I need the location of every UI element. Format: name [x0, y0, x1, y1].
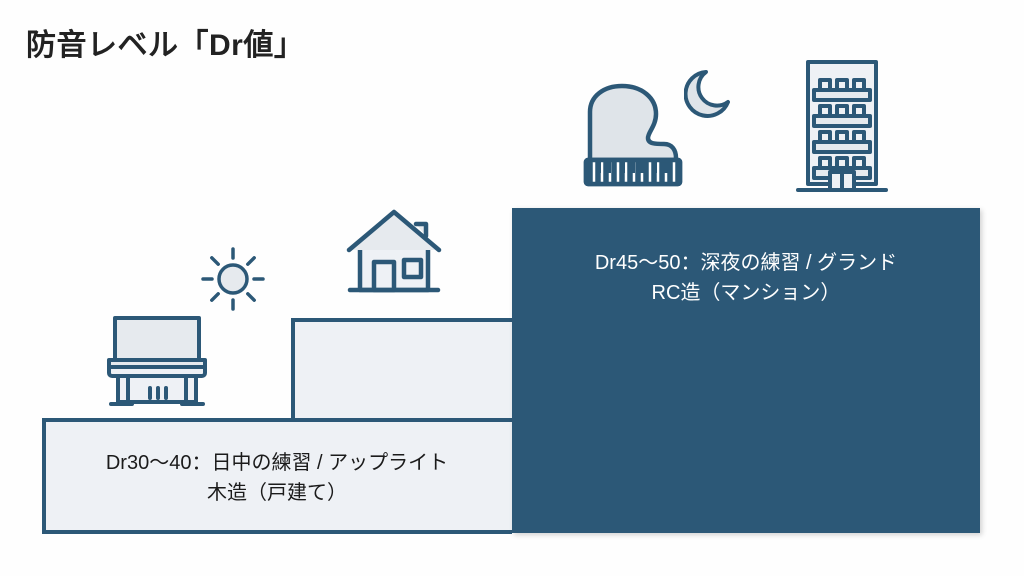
high-level-caption: Dr45〜50：深夜の練習 / グランド RC造（マンション） [512, 248, 980, 308]
high-level-caption-line-2: RC造（マンション） [651, 282, 841, 304]
apartment-building-icon [792, 56, 892, 201]
sun-icon [200, 246, 266, 317]
low-level-caption-line-2: 木造（戸建て） [207, 482, 347, 504]
upright-piano-icon [106, 312, 218, 413]
low-level-caption-line-1: Dr30〜40：日中の練習 / アップライト [105, 452, 449, 474]
moon-icon [683, 66, 736, 127]
house-icon [344, 206, 444, 305]
grand-piano-icon [578, 82, 688, 197]
lower-step-shape [42, 418, 512, 534]
upper-step-shape [291, 318, 512, 422]
low-level-caption: Dr30〜40：日中の練習 / アップライト 木造（戸建て） [42, 448, 512, 508]
page-title: 防音レベル「Dr値」 [26, 29, 305, 62]
high-level-caption-line-1: Dr45〜50：深夜の練習 / グランド [594, 252, 898, 274]
high-level-block [512, 208, 980, 533]
